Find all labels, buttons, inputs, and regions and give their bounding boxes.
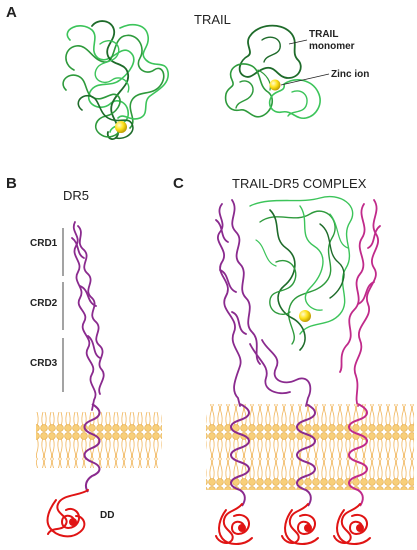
death-domain-label: DD: [100, 510, 114, 521]
trail-monomer-label-1: TRAIL: [309, 29, 338, 40]
monomer-callout-line: [288, 39, 308, 45]
crd3-label: CRD3: [30, 358, 58, 369]
panel-b-title: DR5: [63, 188, 89, 203]
complex-helix-middle: [296, 403, 316, 507]
zinc-ion-label: Zinc ion: [331, 69, 369, 80]
panel-a-title: TRAIL: [194, 12, 231, 27]
complex-death-domain-right: [333, 503, 371, 545]
panel-c: C TRAIL-DR5 COMPLEX: [173, 175, 414, 545]
complex-death-domain-left: [215, 503, 253, 545]
panel-a-letter: A: [6, 4, 17, 21]
panel-b: B DR5 CRD1 CRD2 CRD3 DD: [6, 175, 162, 538]
death-domain: [46, 489, 89, 538]
zinc-ion-sphere-icon: [299, 310, 311, 322]
complex-dr5-middle: [249, 339, 312, 407]
panel-b-letter: B: [6, 175, 17, 192]
complex-death-domain-middle: [281, 503, 319, 545]
complex-trail-trimer: [249, 196, 354, 351]
zinc-ion-sphere-icon: [269, 79, 281, 91]
crd2-label: CRD2: [30, 298, 58, 309]
panel-c-title: TRAIL-DR5 COMPLEX: [232, 176, 367, 191]
trail-monomer-label-2: monomer: [309, 41, 355, 52]
complex-helix-right: [348, 403, 368, 507]
dr5-ectodomain: [71, 221, 105, 411]
panel-c-letter: C: [173, 175, 184, 192]
trail-trimer-top-view: [224, 24, 321, 120]
panel-a: A TRAIL TRAIL monomer Zi: [6, 4, 369, 140]
zinc-callout-line: [280, 73, 330, 86]
complex-dr5-right: [339, 199, 381, 407]
dr5-transmembrane-helix: [83, 403, 101, 493]
trail-trimer-side-view: [62, 20, 169, 140]
complex-dr5-left: [215, 199, 261, 407]
crd1-label: CRD1: [30, 238, 58, 249]
complex-helix-left: [230, 403, 250, 507]
zinc-ion-sphere-icon: [115, 121, 127, 133]
